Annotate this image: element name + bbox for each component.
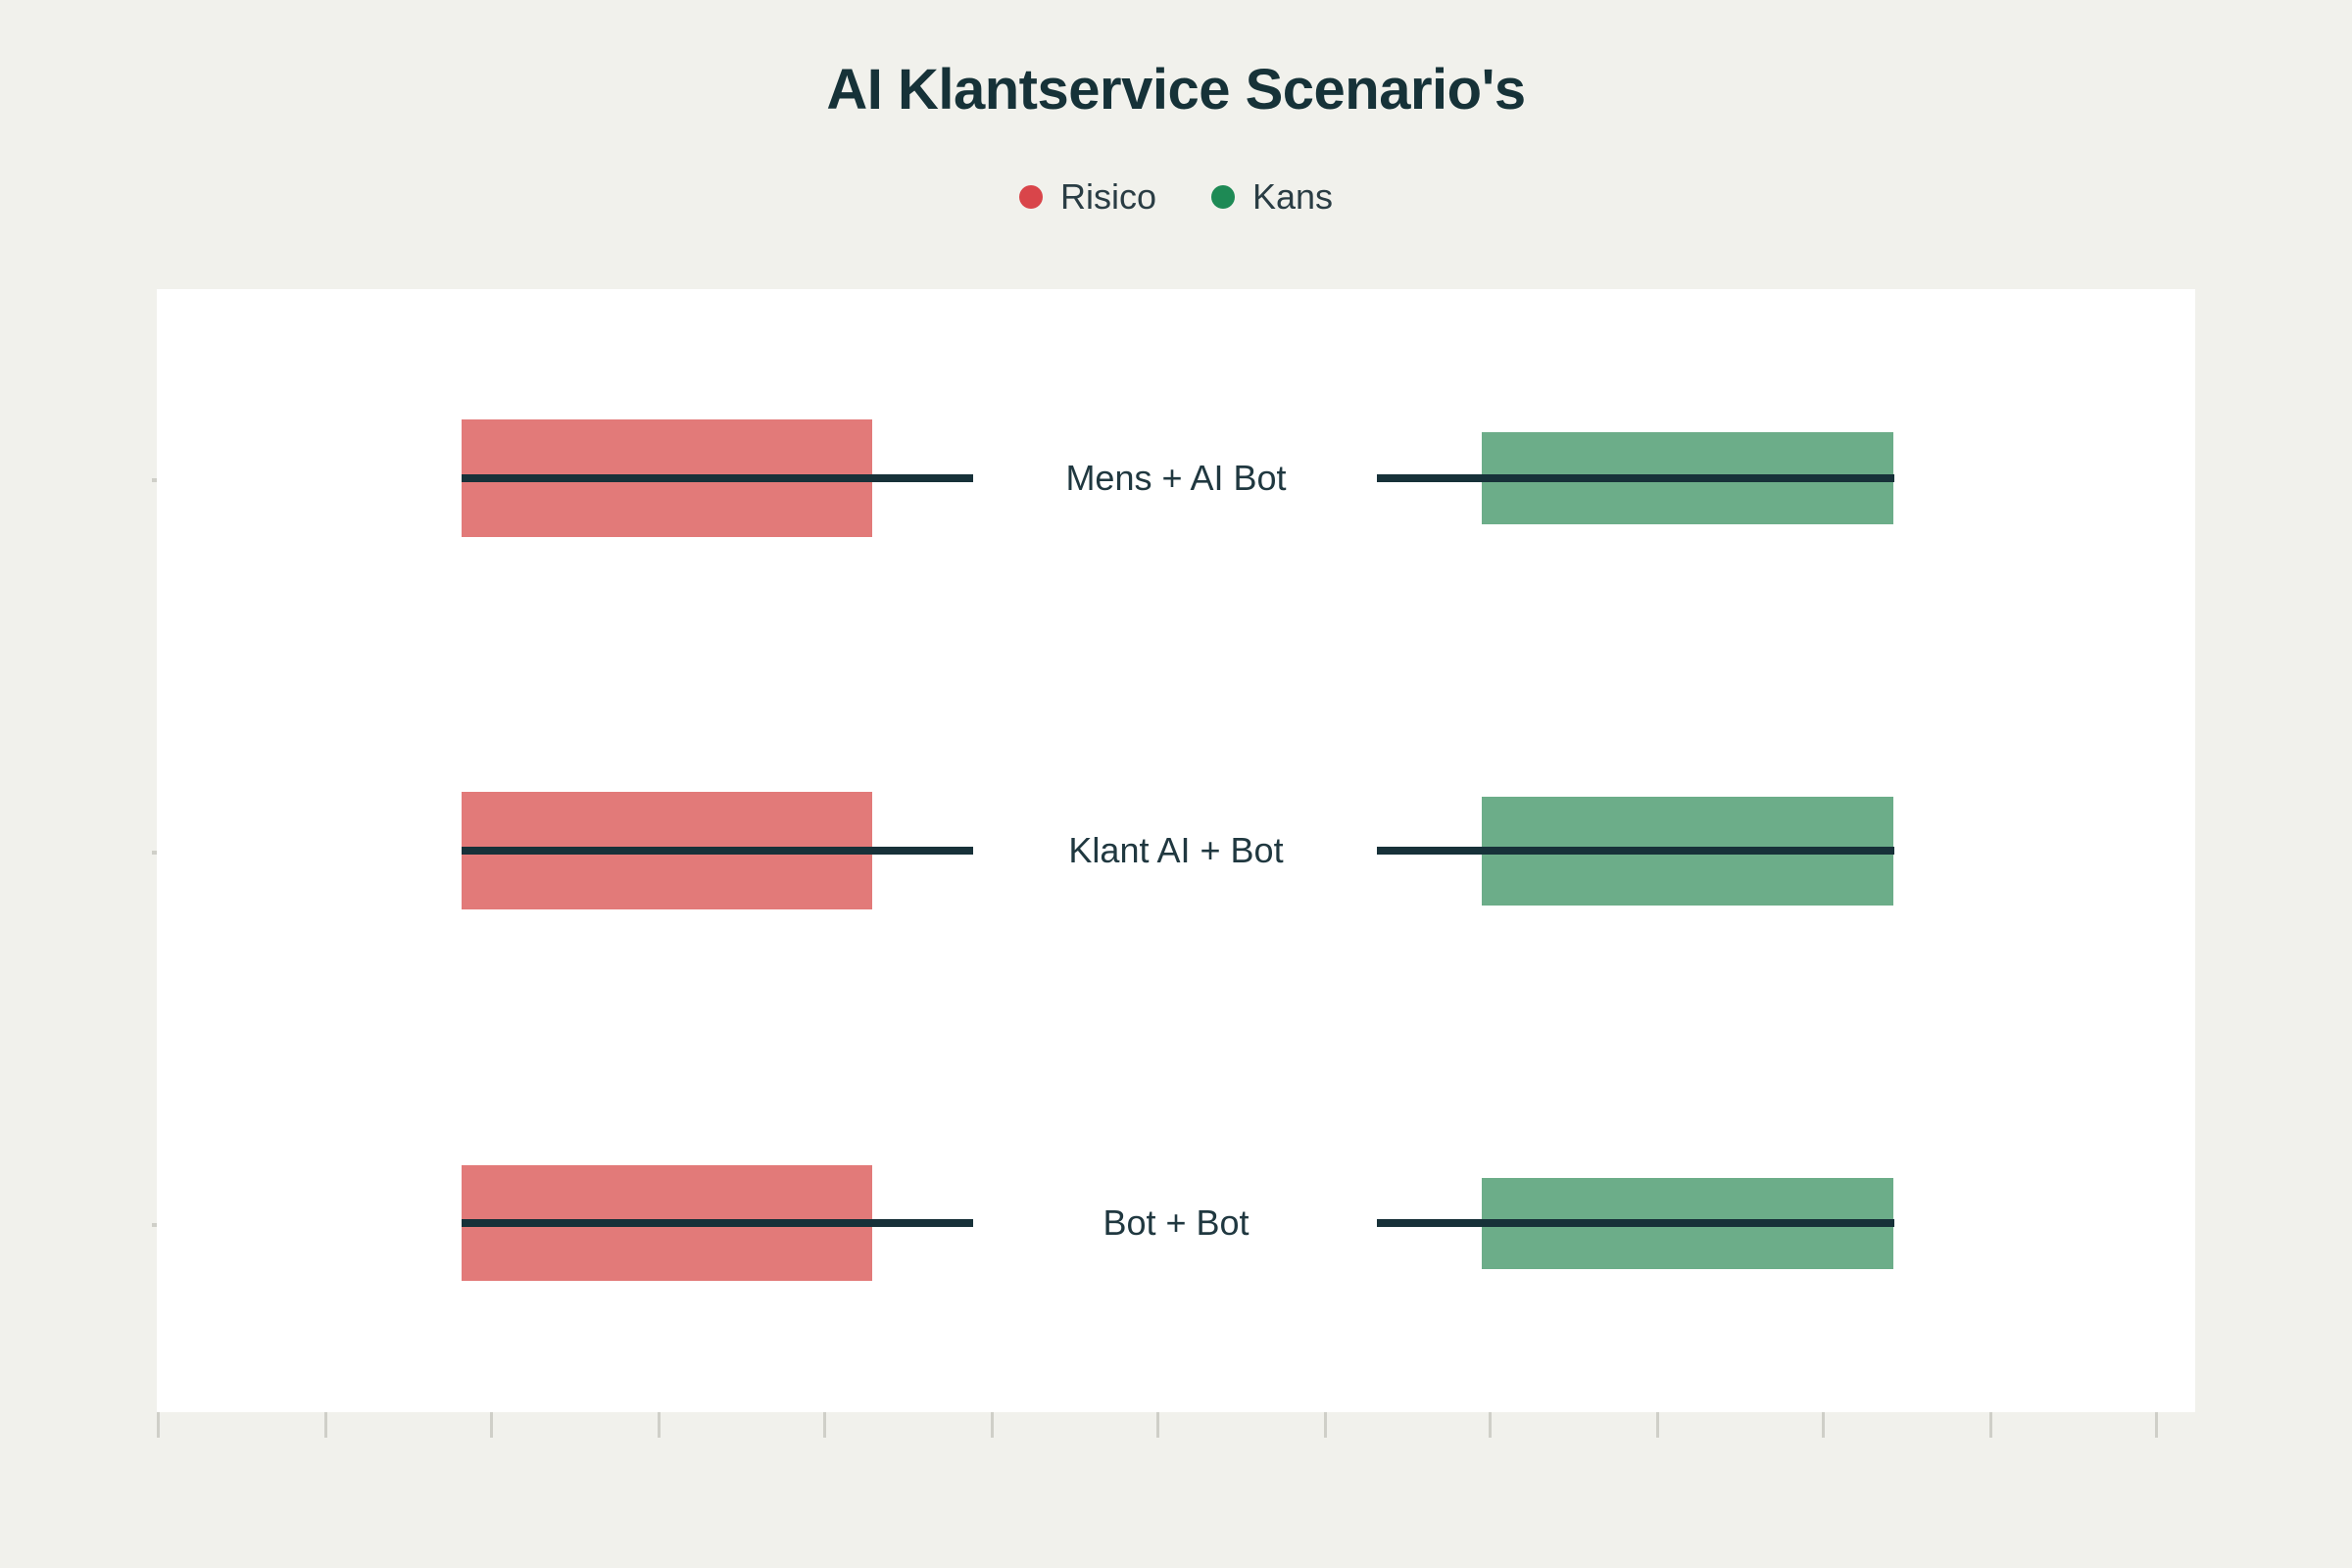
- x-axis-ticks: [157, 1412, 2200, 1442]
- x-axis-tick: [1822, 1412, 1826, 1438]
- legend-swatch-risico-icon: [1018, 185, 1043, 209]
- chart-row: Bot + Bot: [157, 289, 2195, 1412]
- category-label: Mens + AI Bot: [1065, 457, 1287, 498]
- x-axis-tick: [489, 1412, 493, 1438]
- x-axis-tick: [1323, 1412, 1327, 1438]
- x-axis-tick: [1656, 1412, 1660, 1438]
- category-label: Bot + Bot: [1102, 1202, 1250, 1244]
- risico-median-line: [461, 1219, 974, 1228]
- x-axis-tick: [990, 1412, 994, 1438]
- x-axis-tick: [157, 1412, 160, 1438]
- legend-item-risico[interactable]: Risico: [1018, 176, 1156, 217]
- chart-row: Klant AI + Bot: [157, 289, 2195, 1412]
- risico-median-line: [461, 473, 974, 482]
- x-axis-tick: [1155, 1412, 1159, 1438]
- page-title: AI Klantservice Scenario's: [826, 58, 1526, 122]
- kans-median-line: [1376, 473, 1895, 482]
- x-axis-tick: [657, 1412, 661, 1438]
- x-axis-tick: [2155, 1412, 2159, 1438]
- x-axis-tick: [1989, 1412, 1993, 1438]
- kans-median-line: [1376, 1219, 1895, 1228]
- legend-swatch-kans-icon: [1210, 185, 1235, 209]
- x-axis-tick: [1489, 1412, 1493, 1438]
- category-label: Klant AI + Bot: [1068, 830, 1284, 870]
- legend-item-kans[interactable]: Kans: [1210, 176, 1334, 217]
- kans-median-line: [1376, 847, 1895, 855]
- legend-label-kans: Kans: [1251, 176, 1334, 217]
- chart-legend: Risico Kans: [0, 179, 2352, 215]
- legend-label-risico: Risico: [1059, 176, 1156, 217]
- risico-median-line: [461, 847, 974, 855]
- chart-row: Mens + AI Bot: [157, 289, 2195, 1412]
- x-axis-tick: [323, 1412, 327, 1438]
- x-axis-tick: [822, 1412, 826, 1438]
